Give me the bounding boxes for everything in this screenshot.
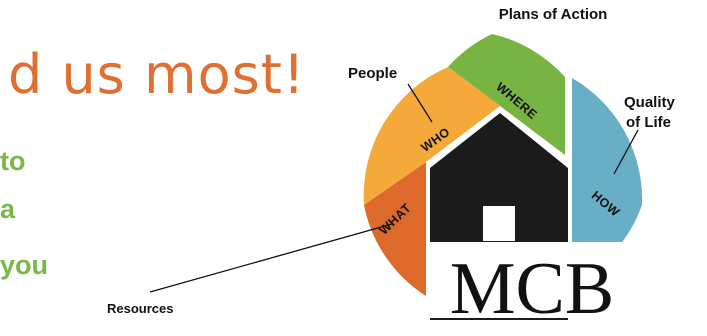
quality-callout-line-2: of Life	[626, 114, 671, 131]
house-door	[483, 206, 515, 241]
logo-band	[430, 242, 630, 318]
green-text-line-3: you	[0, 250, 49, 280]
where-segment	[448, 34, 565, 155]
plans-of-action-callout: Plans of Action	[499, 6, 608, 23]
quality-callout-line-1: Quality	[624, 94, 676, 111]
how-segment	[572, 78, 643, 245]
green-text-line-1: to	[0, 146, 26, 176]
resources-callout: Resources	[107, 301, 173, 316]
what-segment	[364, 162, 426, 296]
quality-callout-line	[613, 129, 639, 175]
green-text-line-2: a	[0, 194, 16, 224]
headline: d us most!	[8, 43, 306, 106]
resources-callout-line	[149, 223, 393, 293]
who-segment	[363, 67, 500, 205]
people-callout-line	[407, 83, 433, 123]
mcb-logo: MCB	[450, 248, 615, 330]
people-callout: People	[348, 65, 397, 82]
